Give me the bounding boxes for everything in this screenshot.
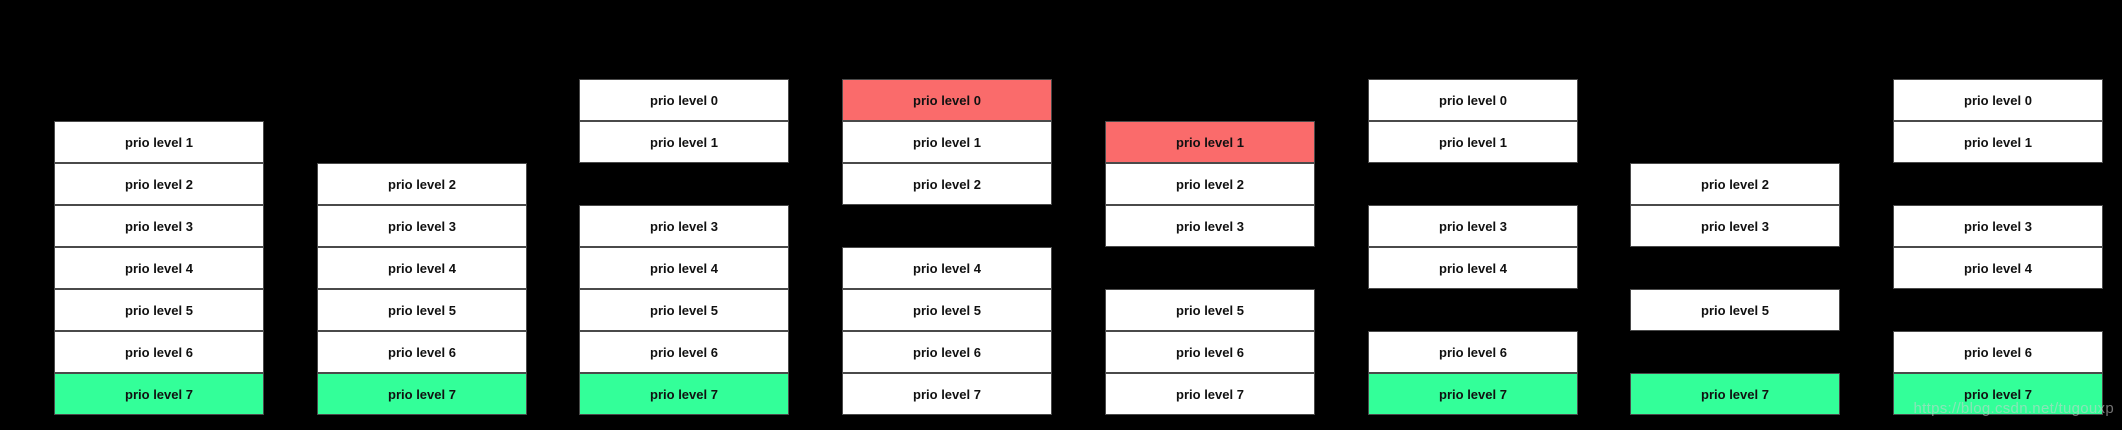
prio-level-box: prio level 5 <box>54 289 264 331</box>
prio-level-box: prio level 5 <box>579 289 789 331</box>
prio-level-box: prio level 4 <box>579 247 789 289</box>
prio-level-box: prio level 7 <box>1368 373 1578 415</box>
prio-level-box: prio level 0 <box>1893 79 2103 121</box>
prio-level-box: prio level 3 <box>54 205 264 247</box>
prio-level-box: prio level 4 <box>1368 247 1578 289</box>
prio-level-box: prio level 3 <box>579 205 789 247</box>
prio-level-box: prio level 7 <box>317 373 527 415</box>
prio-level-box: prio level 2 <box>1630 163 1840 205</box>
prio-level-box: prio level 6 <box>842 331 1052 373</box>
prio-level-box: prio level 0 <box>579 79 789 121</box>
prio-level-box: prio level 1 <box>1105 121 1315 163</box>
prio-level-box: prio level 6 <box>1105 331 1315 373</box>
prio-level-box: prio level 3 <box>1105 205 1315 247</box>
prio-level-box: prio level 4 <box>54 247 264 289</box>
prio-level-box: prio level 3 <box>1368 205 1578 247</box>
prio-level-box: prio level 5 <box>842 289 1052 331</box>
prio-level-box: prio level 1 <box>1893 121 2103 163</box>
prio-level-box: prio level 7 <box>579 373 789 415</box>
prio-level-box: prio level 6 <box>579 331 789 373</box>
prio-level-box: prio level 1 <box>1368 121 1578 163</box>
prio-level-box: prio level 4 <box>1893 247 2103 289</box>
prio-level-box: prio level 5 <box>1105 289 1315 331</box>
prio-level-box: prio level 7 <box>842 373 1052 415</box>
prio-level-box: prio level 7 <box>1893 373 2103 415</box>
prio-level-box: prio level 2 <box>842 163 1052 205</box>
prio-level-box: prio level 2 <box>1105 163 1315 205</box>
prio-level-box: prio level 0 <box>842 79 1052 121</box>
prio-level-box: prio level 3 <box>317 205 527 247</box>
prio-level-box: prio level 0 <box>1368 79 1578 121</box>
prio-level-box: prio level 3 <box>1893 205 2103 247</box>
prio-level-box: prio level 5 <box>1630 289 1840 331</box>
prio-level-box: prio level 4 <box>317 247 527 289</box>
prio-level-box: prio level 2 <box>317 163 527 205</box>
prio-level-box: prio level 1 <box>579 121 789 163</box>
prio-level-box: prio level 1 <box>54 121 264 163</box>
prio-level-box: prio level 2 <box>54 163 264 205</box>
prio-level-box: prio level 6 <box>1893 331 2103 373</box>
prio-level-box: prio level 6 <box>54 331 264 373</box>
prio-level-box: prio level 7 <box>1630 373 1840 415</box>
prio-level-box: prio level 3 <box>1630 205 1840 247</box>
prio-level-box: prio level 6 <box>317 331 527 373</box>
prio-level-box: prio level 4 <box>842 247 1052 289</box>
prio-level-box: prio level 7 <box>54 373 264 415</box>
prio-level-box: prio level 6 <box>1368 331 1578 373</box>
prio-level-box: prio level 1 <box>842 121 1052 163</box>
watermark-url: https://blog.csdn.net/tugouxp <box>1913 400 2114 417</box>
prio-level-box: prio level 7 <box>1105 373 1315 415</box>
prio-level-box: prio level 5 <box>317 289 527 331</box>
